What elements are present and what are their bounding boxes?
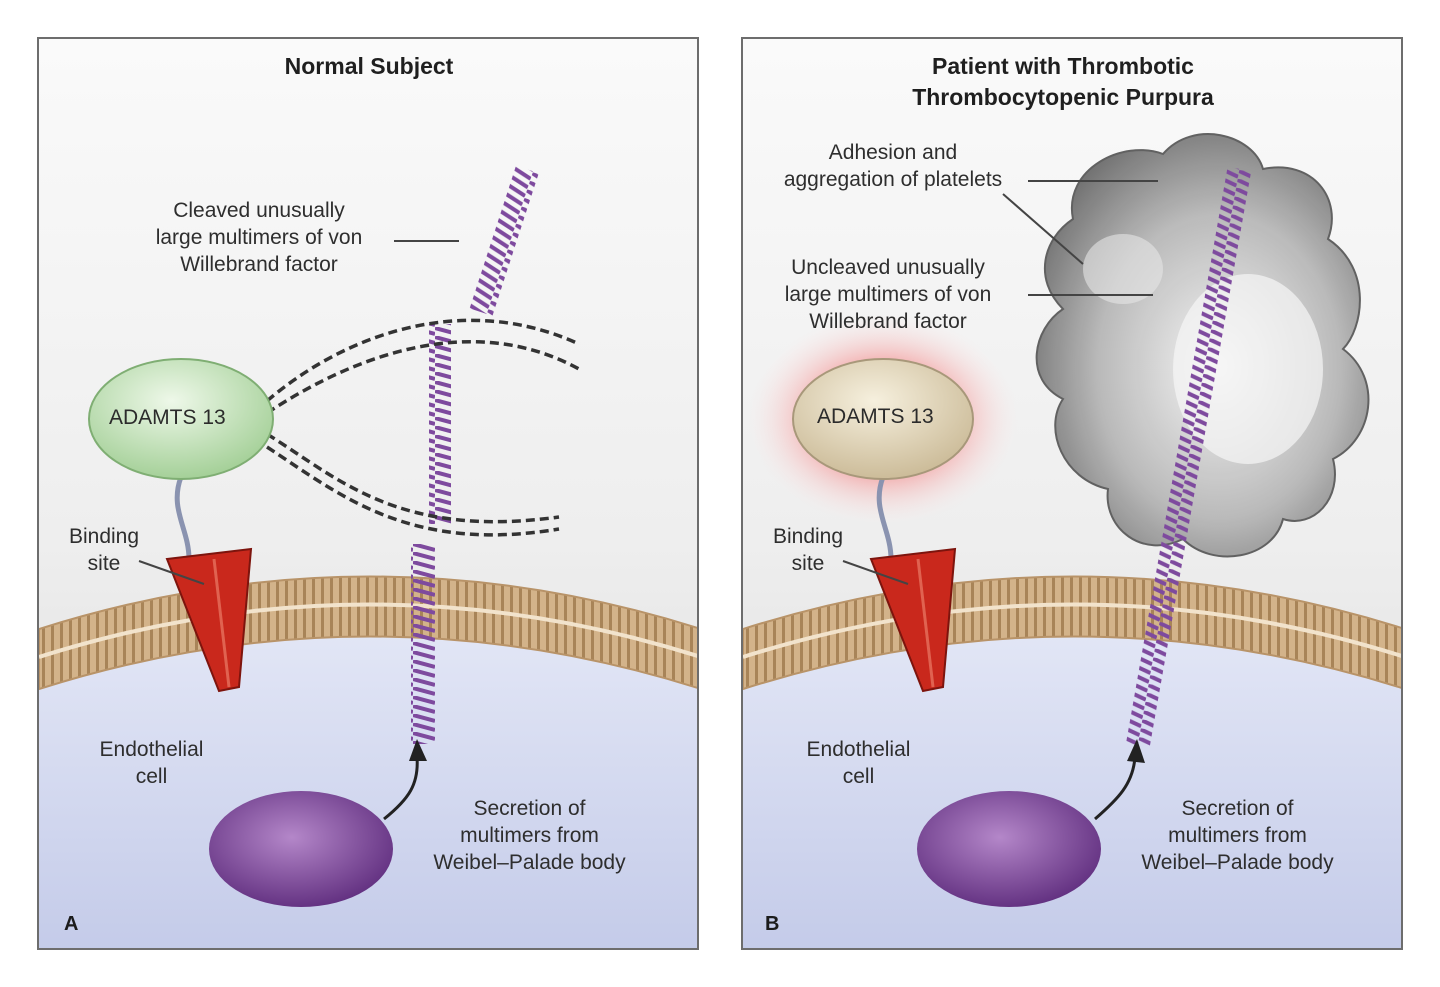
vwf-multimer-middle <box>429 324 451 524</box>
binding-site-label: Binding site <box>753 523 863 577</box>
secretion-label-line-3: Weibel–Palade body <box>1141 851 1334 874</box>
cell-label-line-1: Endothelial <box>99 738 204 761</box>
uncleaved-vwf-multimer <box>1126 166 1252 748</box>
enzyme-tether <box>876 476 894 560</box>
uncleaved-label-line-1: Uncleaved unusually <box>791 256 985 279</box>
cytoplasm <box>743 621 1401 948</box>
cleaved-multimers-label: Cleaved unusually large multimers of von… <box>114 197 404 278</box>
panel-a-illustration <box>39 39 697 948</box>
panel-b-ttp-patient: Patient with Thrombotic Thrombocytopenic… <box>741 37 1403 950</box>
cleaved-label-line-3: Willebrand factor <box>180 253 338 276</box>
cell-label-line-2: cell <box>135 765 168 788</box>
panel-b-title-line-1: Patient with Thrombotic <box>932 53 1194 79</box>
secretion-arrow <box>383 756 419 821</box>
binding-label-line-1: Binding <box>772 525 844 548</box>
uncleaved-multimers-label: Uncleaved unusually large multimers of v… <box>743 254 1033 335</box>
panel-a-letter: A <box>64 913 79 935</box>
vwf-multimer-lower <box>411 544 435 744</box>
cell-label-line-1: Endothelial <box>806 738 911 761</box>
cleaved-label-line-1: Cleaved unusually <box>173 199 345 222</box>
cell-label-line-2: cell <box>842 765 875 788</box>
endothelial-cell-label: Endothelial cell <box>74 736 229 790</box>
weibel-palade-body <box>209 791 393 907</box>
binding-label-line-2: site <box>87 552 121 575</box>
panel-b-title: Patient with Thrombotic Thrombocytopenic… <box>853 51 1273 113</box>
binding-site-receptor <box>869 547 957 693</box>
adhesion-label-line-2: aggregation of platelets <box>783 168 1003 191</box>
secretion-label-line-2: multimers from <box>460 824 599 847</box>
adhesion-aggregation-label: Adhesion and aggregation of platelets <box>743 139 1043 193</box>
endothelial-cell-label: Endothelial cell <box>781 736 936 790</box>
adamts13-enzyme <box>792 358 974 480</box>
secretion-label-line-1: Secretion of <box>473 797 586 820</box>
binding-site-receptor <box>165 547 253 693</box>
panel-b-illustration <box>743 39 1401 948</box>
binding-label-line <box>842 560 909 585</box>
adamts13-label: ADAMTS 13 <box>817 405 934 428</box>
panel-a-normal-subject: Normal Subject Cleaved unusually large m… <box>37 37 699 950</box>
secretion-label-line-2: multimers from <box>1168 824 1307 847</box>
cleaved-vwf-multimer <box>469 165 539 316</box>
adamts13-enzyme <box>88 358 274 480</box>
secretion-label: Secretion of multimers from Weibel–Palad… <box>407 795 652 876</box>
binding-label-line <box>138 560 205 585</box>
binding-label-line-2: site <box>791 552 825 575</box>
cleavage-lines <box>265 318 580 537</box>
binding-site-label: Binding site <box>49 523 159 577</box>
panel-a-title: Normal Subject <box>284 53 454 79</box>
secretion-label: Secretion of multimers from Weibel–Palad… <box>1115 795 1360 876</box>
adhesion-label-line-1: Adhesion and <box>828 141 958 164</box>
binding-label-line-1: Binding <box>68 525 140 548</box>
adamts13-label: ADAMTS 13 <box>109 406 226 429</box>
panel-b-letter: B <box>765 913 780 935</box>
secretion-arrow <box>1094 756 1137 821</box>
weibel-palade-body <box>917 791 1101 907</box>
cytoplasm <box>39 621 697 948</box>
secretion-label-line-3: Weibel–Palade body <box>433 851 626 874</box>
uncleaved-label-line-2: large multimers of von <box>784 283 992 306</box>
uncleaved-label-line-3: Willebrand factor <box>809 310 967 333</box>
cleaved-label-line-2: large multimers of von <box>155 226 363 249</box>
secretion-label-line-1: Secretion of <box>1181 797 1294 820</box>
enzyme-tether <box>174 476 192 560</box>
panel-b-title-line-2: Thrombocytopenic Purpura <box>912 84 1214 110</box>
